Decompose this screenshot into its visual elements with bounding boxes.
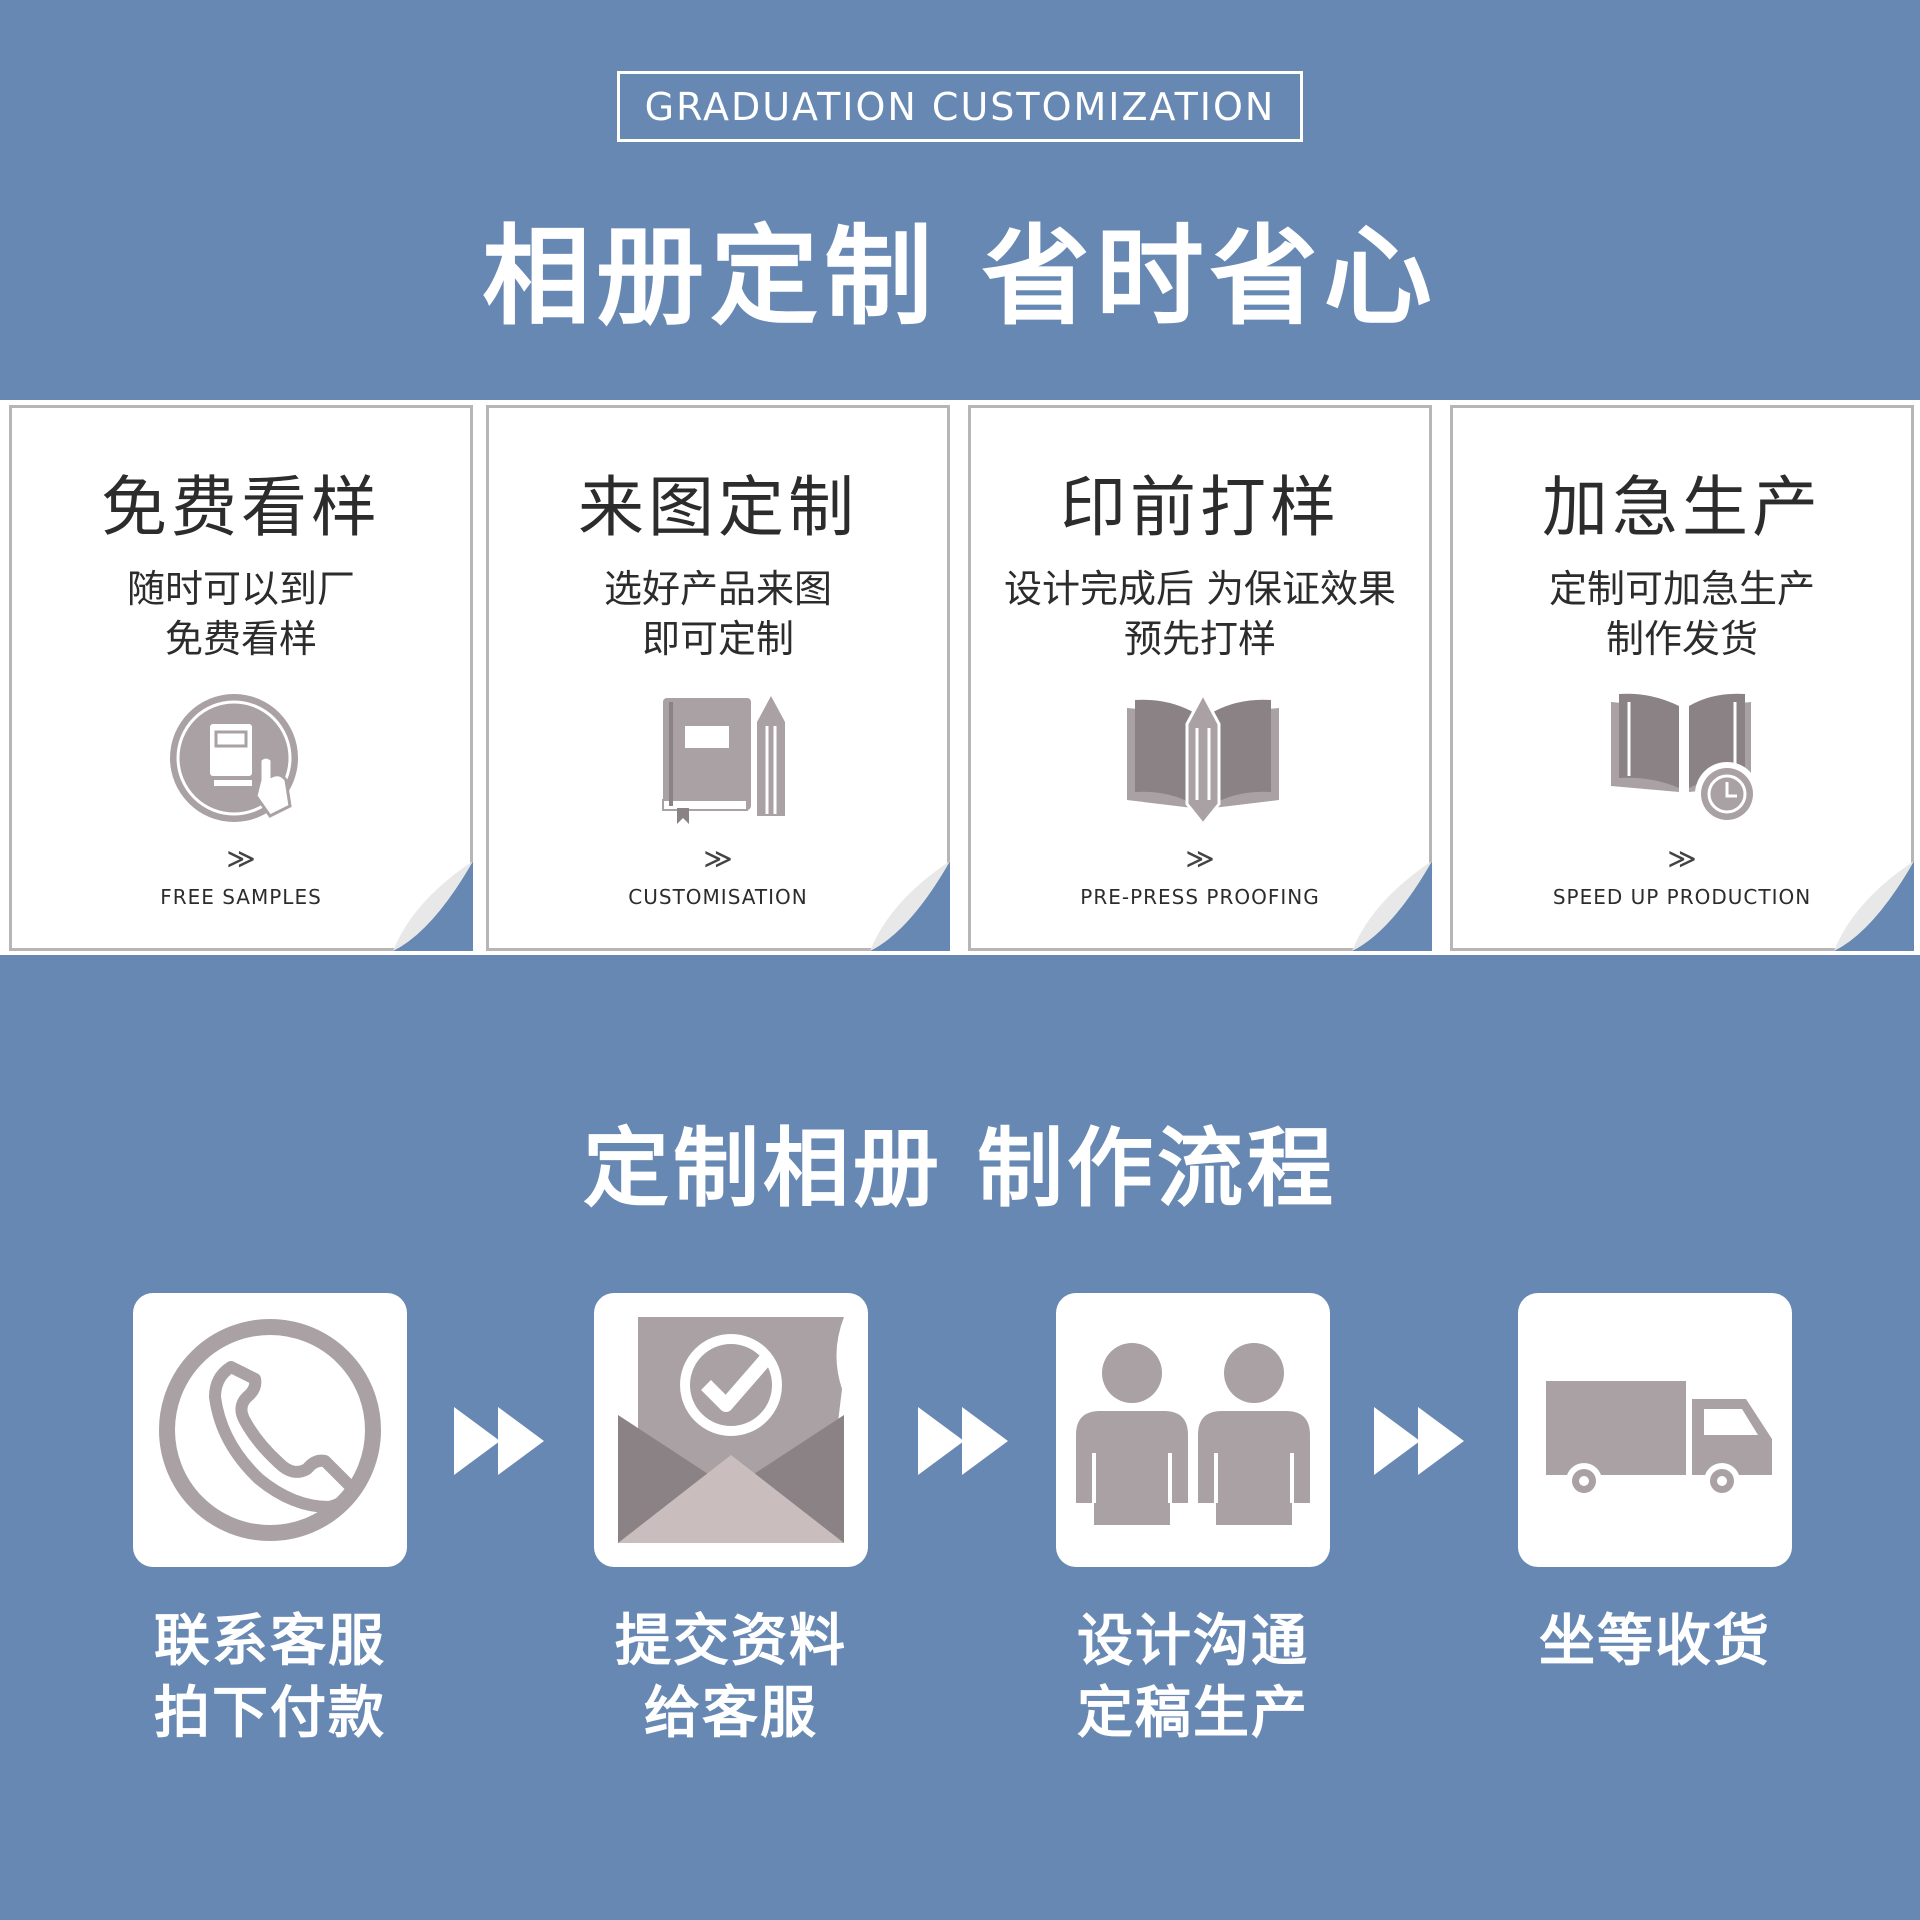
chevron-right-icon: ≫ xyxy=(226,842,256,875)
page-curl-icon xyxy=(870,861,950,951)
fast-forward-icon xyxy=(918,1407,1008,1475)
envelope-check-icon xyxy=(618,1317,844,1543)
chevron-right-icon: ≫ xyxy=(1667,842,1697,875)
step-submit xyxy=(594,1293,868,1567)
step-label: 提交资料 给客服 xyxy=(594,1606,868,1750)
header-tag: GRADUATION CUSTOMIZATION xyxy=(617,71,1303,142)
page-curl-icon xyxy=(1352,861,1432,951)
step-label: 设计沟通 定稿生产 xyxy=(1056,1606,1330,1750)
feature-desc-line: 设计完成后 为保证效果 xyxy=(1003,567,1397,611)
page-curl-icon xyxy=(393,861,473,951)
feature-en-label: PRE-PRESS PROOFING xyxy=(1080,885,1320,909)
process-title: 定制相册 制作流程 xyxy=(583,1119,1337,1219)
feature-en-label: SPEED UP PRODUCTION xyxy=(1552,885,1812,909)
feature-desc-line: 选好产品来图 xyxy=(603,567,832,611)
feature-en-label: FREE SAMPLES xyxy=(160,885,322,909)
step-label-line: 联系客服 xyxy=(154,1609,386,1674)
feature-desc-line: 定制可加急生产 xyxy=(1548,567,1815,611)
feature-desc-line: 随时可以到厂 xyxy=(126,567,355,611)
open-book-pencil-icon xyxy=(1127,690,1279,827)
step-label: 联系客服 拍下付款 xyxy=(133,1606,407,1750)
fast-forward-icon xyxy=(1374,1407,1464,1475)
feature-title: 免费看样 xyxy=(101,469,381,546)
step-delivery xyxy=(1518,1293,1792,1567)
step-label-line: 定稿生产 xyxy=(1077,1681,1309,1746)
fast-forward-icon xyxy=(454,1407,544,1475)
feature-card-free-samples: 免费看样 随时可以到厂 免费看样 ≫ FREE SAMPLES xyxy=(9,405,473,951)
page-curl-icon xyxy=(1834,861,1914,951)
feature-title: 加急生产 xyxy=(1542,469,1822,546)
step-design xyxy=(1056,1293,1330,1567)
page-title: 相册定制 省时省心 xyxy=(482,215,1438,340)
touch-book-icon xyxy=(170,694,298,822)
feature-desc-line: 制作发货 xyxy=(1605,617,1758,661)
feature-title: 印前打样 xyxy=(1060,469,1340,546)
chevron-right-icon: ≫ xyxy=(1185,842,1215,875)
step-label-line: 坐等收货 xyxy=(1539,1609,1771,1674)
feature-card-pre-press-proofing: 印前打样 设计完成后 为保证效果 预先打样 ≫ PRE-PRESS PROOFI… xyxy=(968,405,1432,951)
feature-desc: 随时可以到厂 免费看样 xyxy=(12,564,470,664)
step-label-line: 拍下付款 xyxy=(154,1681,386,1746)
phone-icon xyxy=(159,1319,381,1541)
feature-desc-line: 免费看样 xyxy=(164,617,317,661)
feature-title: 来图定制 xyxy=(578,469,858,546)
notebook-pencil-icon xyxy=(662,696,785,824)
feature-desc: 选好产品来图 即可定制 xyxy=(489,564,947,664)
step-label-line: 提交资料 xyxy=(615,1609,847,1674)
truck-icon xyxy=(1546,1381,1772,1499)
step-label-line: 给客服 xyxy=(644,1681,818,1746)
step-label-line: 设计沟通 xyxy=(1077,1609,1309,1674)
step-label: 坐等收货 xyxy=(1518,1606,1792,1678)
feature-desc: 定制可加急生产 制作发货 xyxy=(1453,564,1911,664)
step-contact xyxy=(133,1293,407,1567)
people-icon xyxy=(1076,1343,1310,1525)
feature-card-customisation: 来图定制 选好产品来图 即可定制 ≫ CUSTOMISATION xyxy=(486,405,950,951)
feature-desc: 设计完成后 为保证效果 预先打样 xyxy=(971,564,1429,664)
chevron-right-icon: ≫ xyxy=(703,842,733,875)
feature-card-speed-up-production: 加急生产 定制可加急生产 制作发货 ≫ SPEED UP PRODUCTION xyxy=(1450,405,1914,951)
feature-desc-line: 即可定制 xyxy=(641,617,794,661)
feature-en-label: CUSTOMISATION xyxy=(628,885,808,909)
feature-desc-line: 预先打样 xyxy=(1123,617,1276,661)
book-clock-icon xyxy=(1611,693,1759,826)
